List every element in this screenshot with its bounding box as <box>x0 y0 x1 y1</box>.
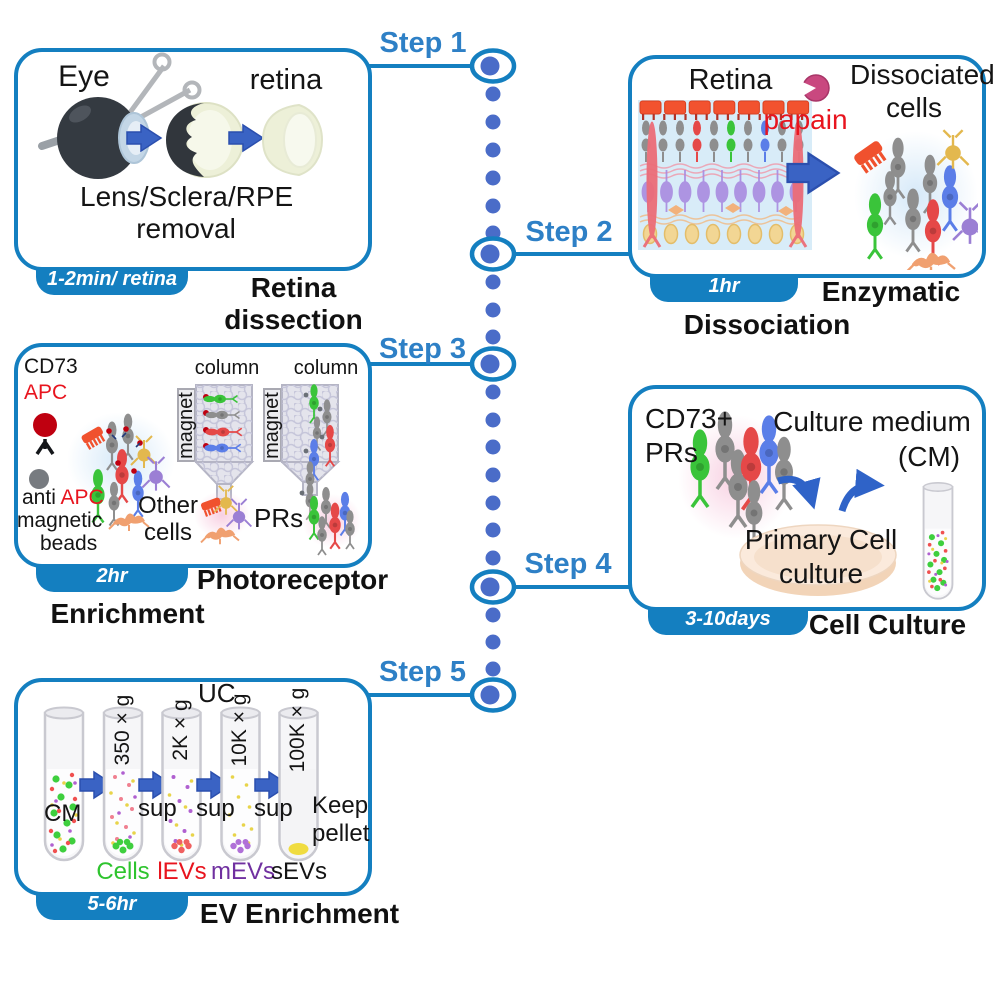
caption-line1: Lens/Sclera/RPE <box>80 181 294 212</box>
other-line1: Other <box>137 492 199 519</box>
step5-label: Step 5 <box>378 656 467 688</box>
dissociated-cells-label: Dissociated cells <box>850 58 995 124</box>
keep-pellet-label: Keep pellet <box>312 792 382 848</box>
keep-line2: pellet <box>312 820 370 847</box>
cd73-prs-line1: CD73+ <box>645 403 733 434</box>
cm-label: CM <box>44 800 82 827</box>
cm-abbrev-label: (CM) <box>897 441 961 472</box>
cd73-label: CD73 <box>24 355 78 378</box>
primary-line1: Primary Cell <box>744 524 898 555</box>
papain-label: papain <box>763 104 848 135</box>
anti-apc-label: anti APC <box>22 486 104 510</box>
dissociated-line1: Dissociated <box>850 59 995 90</box>
dissociated-line2: cells <box>885 92 942 123</box>
magnet-left-label: magnet <box>175 392 197 459</box>
keep-line1: Keep <box>312 792 369 819</box>
fraction-levs-label: lEVs <box>157 858 207 885</box>
spin4-label: 100K × g <box>286 687 309 773</box>
eye-label: Eye <box>58 60 110 93</box>
connector-lines <box>358 64 630 697</box>
other-line2: cells <box>143 519 192 546</box>
step1-title: Retina dissection <box>191 272 396 336</box>
fraction-sevs-label: sEVs <box>271 858 328 885</box>
step1-title-line1: Retina <box>250 272 337 303</box>
magnetic-label: magnetic <box>17 509 103 532</box>
removal-caption: Lens/Sclera/RPE removal <box>80 181 294 245</box>
apc-word: APC <box>60 486 104 509</box>
primary-culture-label: Primary Cell culture <box>740 523 902 591</box>
caption-line2: removal <box>136 213 236 244</box>
uc-label: UC <box>198 678 236 708</box>
step4-title: Cell Culture <box>808 609 967 640</box>
retina-section-label: Retina <box>688 64 773 96</box>
spin2-label: 2K × g <box>169 699 192 761</box>
magnet-right-label: magnet <box>261 392 283 459</box>
column-right-label: column <box>293 357 359 379</box>
other-cells-label: Other cells <box>136 492 200 546</box>
primary-line2: culture <box>778 558 864 589</box>
step3-title-line1: Photoreceptor <box>196 564 389 595</box>
step4-label: Step 4 <box>524 548 612 580</box>
step1-title-line2: dissection <box>224 304 363 336</box>
apc-label: APC <box>24 381 68 404</box>
spin1-label: 350 × g <box>111 694 134 766</box>
beads-label: beads <box>40 532 98 555</box>
fraction-cells-label: Cells <box>96 858 150 885</box>
retina-label: retina <box>249 64 323 96</box>
culture-medium-label: Culture medium <box>773 406 971 437</box>
sup3-label: sup <box>254 795 293 822</box>
step1-label: Step 1 <box>379 27 467 59</box>
column-left-label: column <box>194 357 260 379</box>
dotted-line <box>485 86 501 677</box>
fraction-mevs-label: mEVs <box>211 858 276 885</box>
step5-title: EV Enrichment <box>199 898 400 929</box>
step3-label: Step 3 <box>378 333 467 365</box>
sup1-label: sup <box>138 795 177 822</box>
spine-nodes <box>469 48 517 713</box>
step3-title-line2: Enrichment <box>50 598 205 629</box>
sup2-label: sup <box>196 795 235 822</box>
cd73-prs-line2: PRs <box>645 437 698 468</box>
cd73-prs-label: CD73+ PRs <box>645 402 760 470</box>
spin3-label: 10K × g <box>228 693 251 767</box>
prs-label: PRs <box>254 503 304 533</box>
step2-label: Step 2 <box>525 216 613 248</box>
step2-title-line2: Dissociation <box>683 309 851 340</box>
step2-title-line1: Enzymatic <box>821 276 961 307</box>
anti-word: anti <box>22 486 56 509</box>
